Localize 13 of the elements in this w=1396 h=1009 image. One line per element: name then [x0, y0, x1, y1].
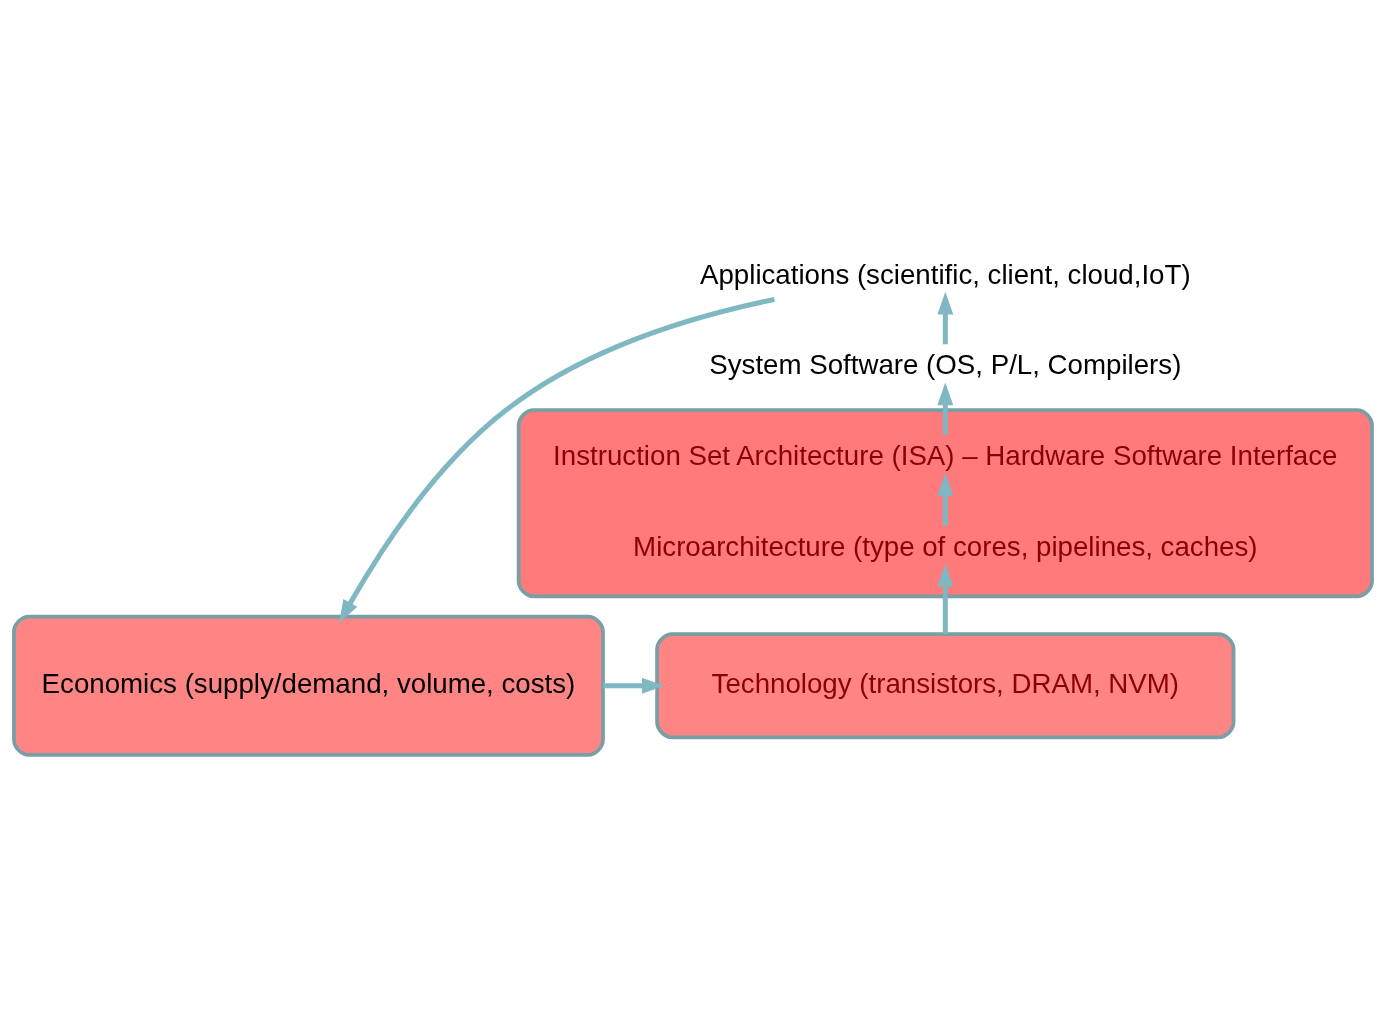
- arrow: [339, 296, 775, 623]
- node-text: Applications (scientific, client, cloud,IoT): [700, 258, 1191, 290]
- cluster: [516, 408, 1374, 599]
- node-box: Technology (transistors, DRAM, NVM): [655, 632, 1236, 740]
- arrow: [603, 677, 665, 694]
- arrow: [937, 291, 954, 345]
- arrow: [937, 382, 954, 435]
- node-text: Instruction Set Architecture (ISA) – Hardware Software Interface: [553, 439, 1338, 471]
- node-box: Economics (supply/demand, volume, costs): [12, 614, 605, 757]
- node-text: System Software (OS, P/L, Compilers): [709, 349, 1182, 381]
- node-text: Microarchitecture (type of cores, pipelines, caches): [633, 530, 1258, 562]
- arrow: [937, 473, 954, 526]
- arrow: [937, 563, 954, 634]
